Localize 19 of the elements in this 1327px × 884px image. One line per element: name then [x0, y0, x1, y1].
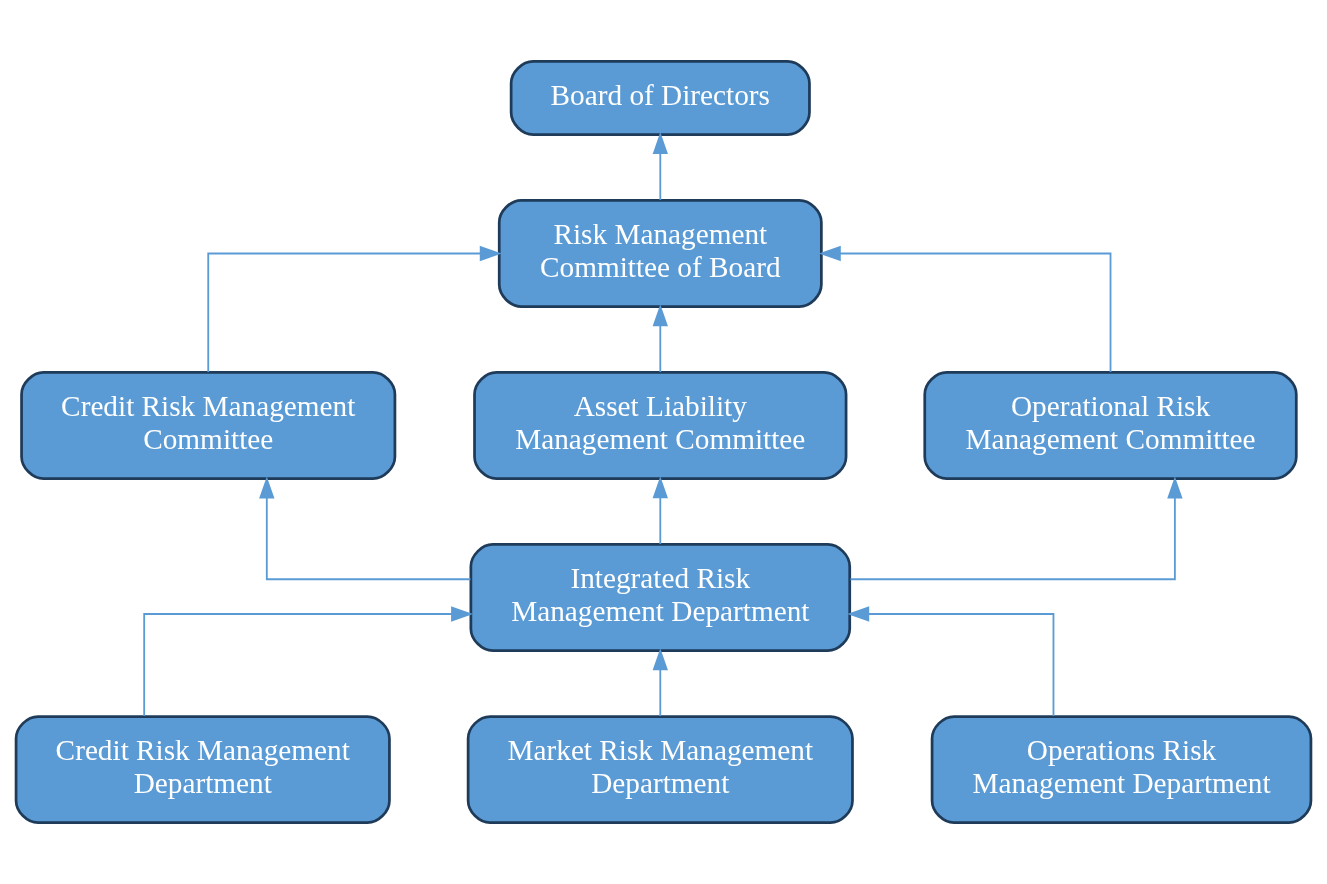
arrow [652, 132, 668, 201]
node-box: Credit Risk Management Committee [20, 371, 397, 480]
node-box: Market Risk Management Department [466, 715, 854, 825]
node-box: Operations Risk Management Department [930, 715, 1313, 825]
node-box: Asset Liability Management Committee [473, 371, 848, 480]
arrow [207, 245, 502, 373]
node-box: Operational Risk Management Committee [923, 371, 1298, 480]
arrow [847, 606, 1055, 717]
arrow [849, 476, 1183, 581]
arrow [652, 304, 668, 373]
arrow [259, 476, 472, 581]
arrow [652, 476, 668, 545]
node-box: Board of Directors [509, 59, 811, 136]
arrow [652, 648, 668, 718]
node-box: Credit Risk Management Department [14, 715, 391, 825]
node-box: Integrated Risk Management Department [469, 543, 852, 652]
node-box: Risk Management Committee of Board [497, 199, 823, 308]
arrow [143, 606, 474, 717]
arrow [818, 245, 1112, 373]
